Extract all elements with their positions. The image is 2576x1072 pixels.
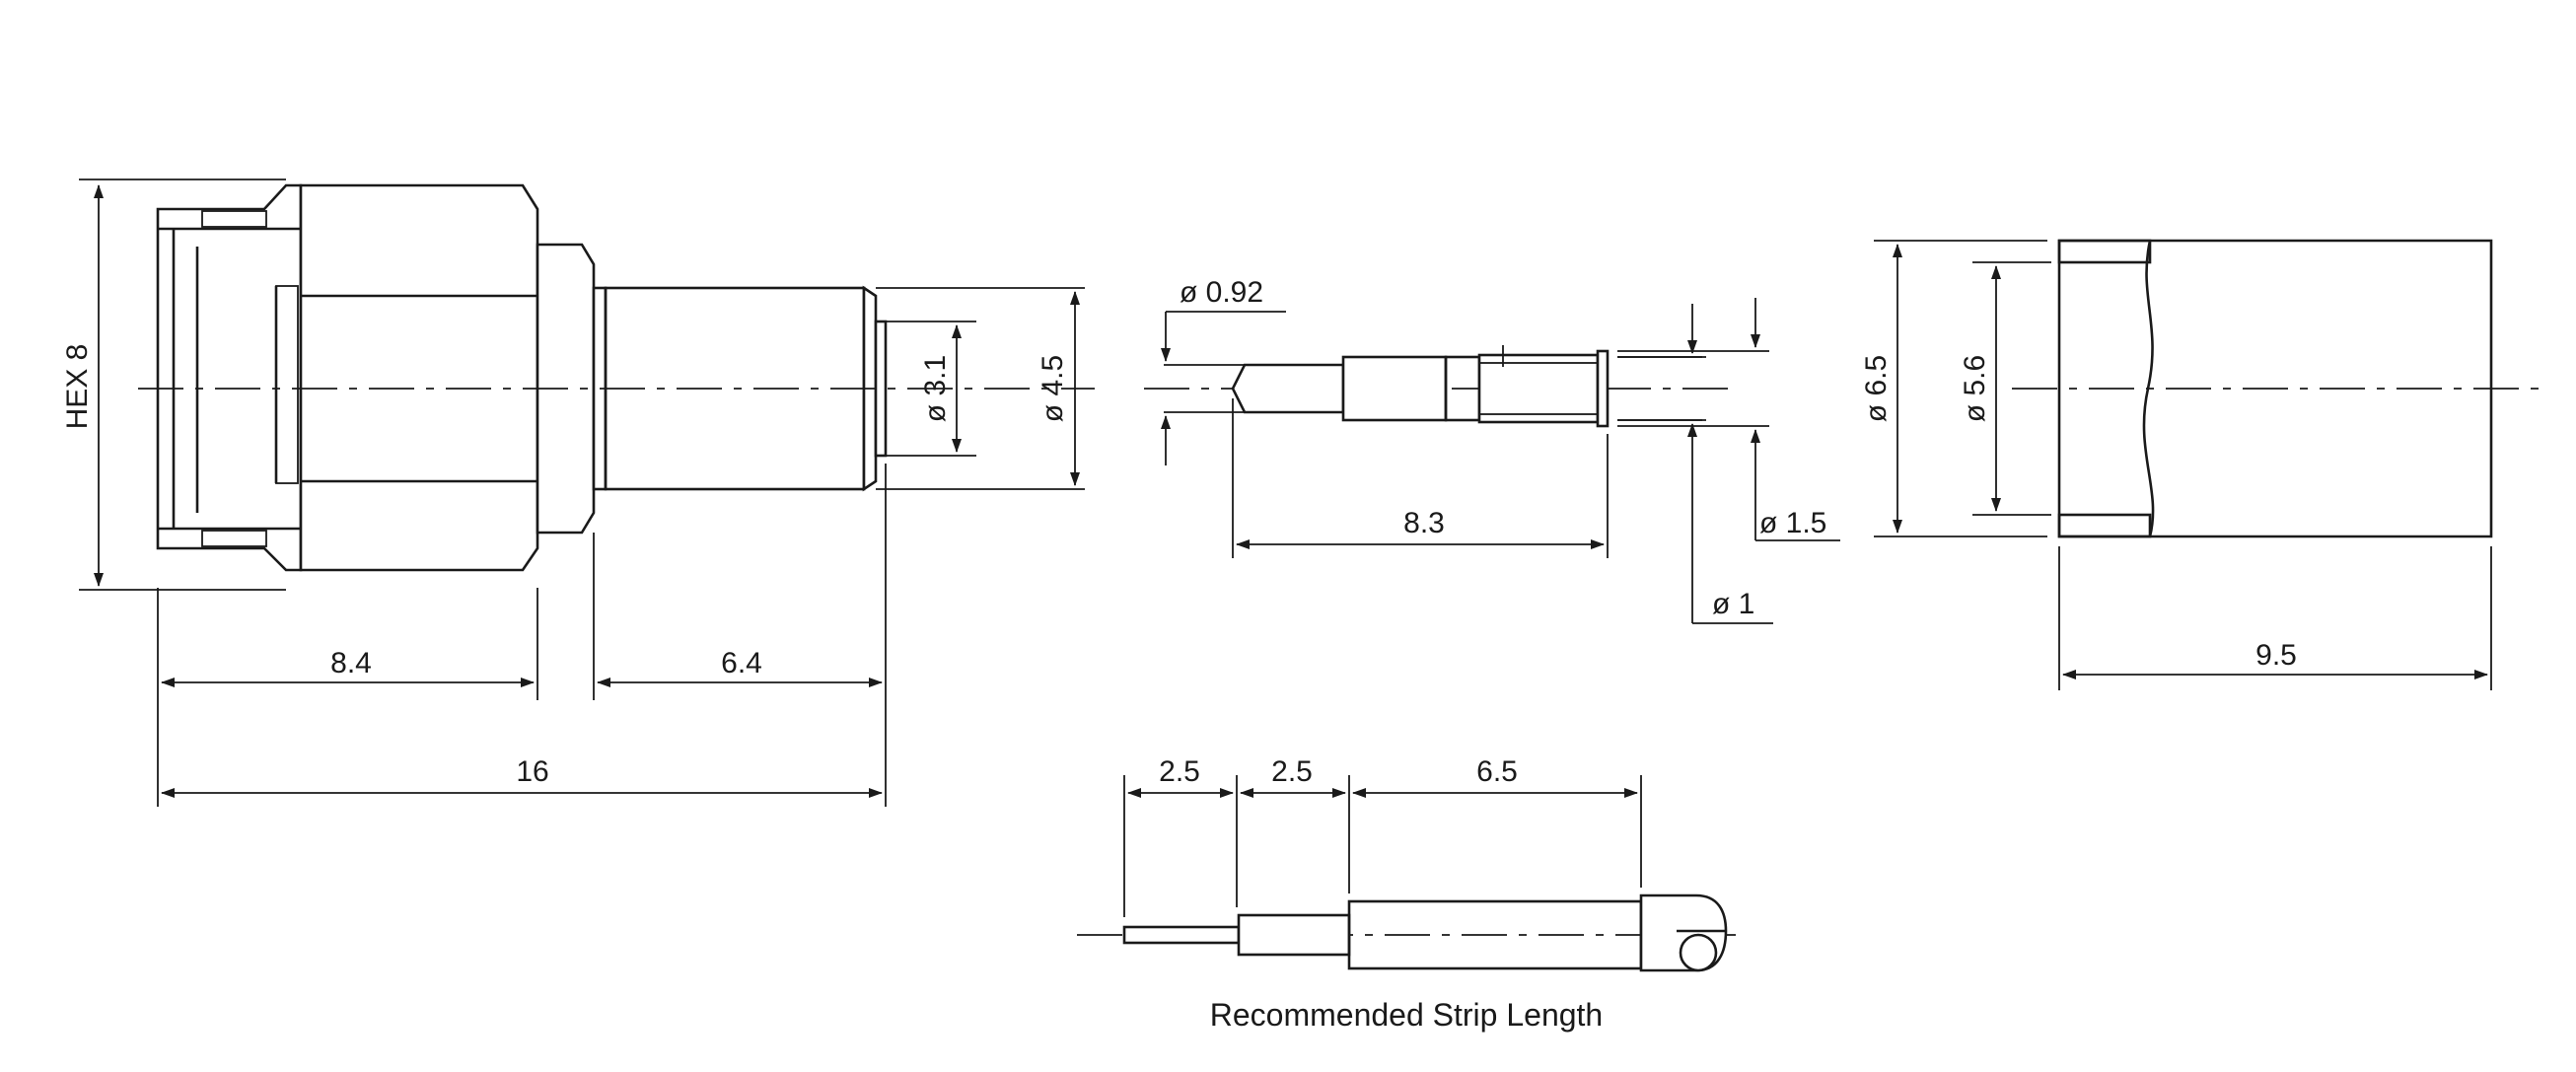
pin-length-label: 8.3: [1403, 507, 1445, 539]
pin-outer-diameter-label: ø 1.5: [1759, 507, 1826, 539]
strip-caption: Recommended Strip Length: [1210, 997, 1603, 1033]
contact-pin-view: ø 0.92 8.3 ø 1 ø 1.5: [1144, 276, 1840, 624]
strip-seg3-label: 6.5: [1476, 755, 1518, 788]
strip-seg1-label: 2.5: [1159, 755, 1200, 788]
sleeve-outer-diameter-label: ø 6.5: [1860, 355, 1893, 422]
crimp-sleeve-view: ø 6.5 ø 5.6 9.5: [1860, 239, 2540, 690]
pin-inner-diameter-label: ø 1: [1712, 588, 1754, 620]
sleeve-inner-diameter-label: ø 5.6: [1959, 355, 1991, 422]
plug-outer-diameter-label: ø 4.5: [1037, 355, 1069, 422]
rear-length-label: 6.4: [721, 647, 762, 679]
strip-seg2-label: 2.5: [1271, 755, 1313, 788]
front-length-label: 8.4: [330, 647, 372, 679]
sleeve-length-label: 9.5: [2255, 639, 2297, 672]
plug-view: HEX 8 ø 3.1 ø 4.5 8.4 6.4 16: [61, 179, 1095, 807]
pin-tip-diameter-label: ø 0.92: [1180, 276, 1263, 309]
plug-inner-diameter-label: ø 3.1: [919, 355, 952, 422]
hex-size-label: HEX 8: [61, 344, 94, 430]
strip-length-view: 2.5 2.5 6.5 Recommended Strip Length: [1077, 755, 1736, 1033]
total-length-label: 16: [516, 755, 548, 788]
